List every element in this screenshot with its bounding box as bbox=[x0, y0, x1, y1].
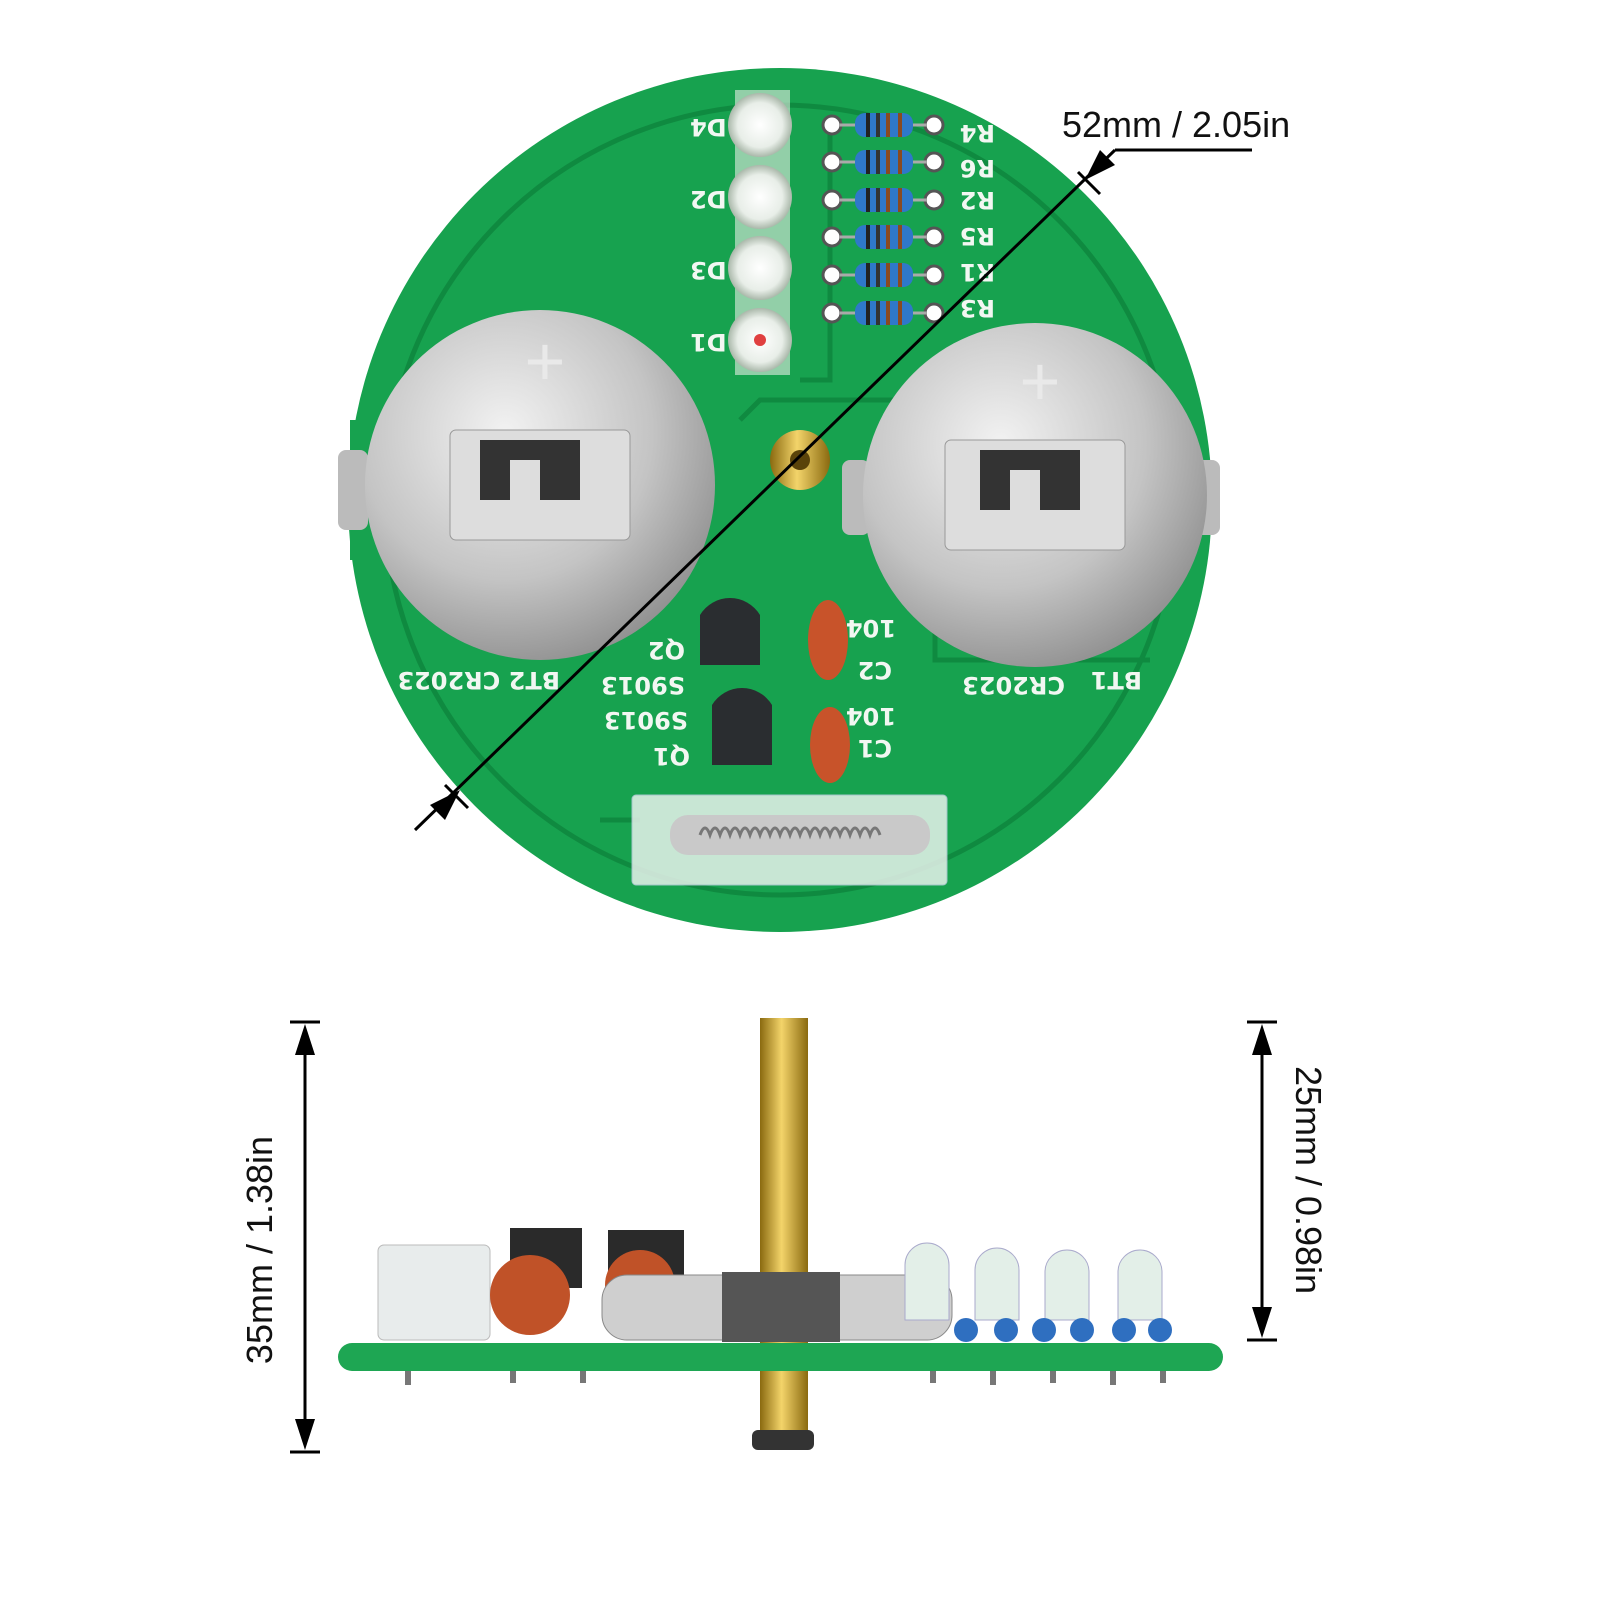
capacitor-c2 bbox=[808, 600, 848, 680]
component-height-dimension: 25mm / 0.98in bbox=[1247, 1020, 1329, 1342]
label-r4: R4 bbox=[960, 119, 995, 147]
label-d4: D4 bbox=[690, 113, 727, 141]
capacitor-c1 bbox=[810, 707, 850, 783]
resistor-array bbox=[821, 113, 945, 327]
plus-mark-bt1: + bbox=[1020, 342, 1061, 420]
pcb-board bbox=[348, 68, 1212, 932]
solder-pins bbox=[405, 1371, 1166, 1385]
label-r2: R2 bbox=[960, 186, 995, 214]
resistor-labels: R4 R6 R2 R5 R1 R3 bbox=[960, 119, 995, 322]
component-labels: 104 104 C2 C1 Q2 Q1 S9013 S9013 BT2 CR20… bbox=[397, 614, 1142, 770]
label-s9013-bottom: S9013 bbox=[604, 706, 688, 734]
diameter-label: 52mm / 2.05in bbox=[1062, 104, 1290, 145]
pcb-side-view bbox=[338, 1018, 1223, 1450]
led-labels: D4 D2 D3 D1 bbox=[690, 113, 727, 356]
transistor-q2 bbox=[700, 598, 760, 665]
plus-mark-bt2: + bbox=[525, 322, 566, 400]
diameter-dimension: 52mm / 2.05in bbox=[413, 104, 1290, 832]
transistor-q1 bbox=[712, 688, 772, 765]
battery-holder-bt1: + bbox=[842, 323, 1220, 667]
pcb-board-side bbox=[338, 1343, 1223, 1371]
tilt-switch-side bbox=[377, 1244, 491, 1341]
resistors-side bbox=[954, 1318, 1172, 1342]
label-d2: D2 bbox=[690, 185, 727, 213]
label-r6: R6 bbox=[960, 154, 995, 182]
label-104-bottom: 104 bbox=[846, 702, 896, 730]
label-d1: D1 bbox=[690, 328, 727, 356]
led-d3 bbox=[728, 236, 792, 300]
label-bt1: BT1 bbox=[1091, 666, 1142, 694]
label-r3: R3 bbox=[960, 294, 995, 322]
label-q2: Q2 bbox=[648, 636, 685, 664]
total-height-dimension: 35mm / 1.38in bbox=[239, 1020, 320, 1454]
pcb-top-view: D4 D2 D3 D1 R4 R6 bbox=[338, 68, 1220, 932]
battery-holder-bt2: + bbox=[338, 310, 715, 660]
label-bt2-cr2023: BT2 CR2023 bbox=[397, 666, 560, 694]
label-r5: R5 bbox=[960, 222, 995, 250]
capacitor-side-1 bbox=[490, 1255, 570, 1335]
battery-clip-side bbox=[722, 1272, 840, 1342]
label-c1: C1 bbox=[858, 734, 892, 762]
led-d4 bbox=[728, 93, 792, 157]
label-104-top: 104 bbox=[846, 614, 896, 642]
led-column bbox=[728, 90, 792, 375]
label-cr2023-right: CR2023 bbox=[962, 671, 1065, 699]
standoff-screw bbox=[752, 1430, 814, 1450]
tilt-switch bbox=[631, 794, 948, 886]
led-d2 bbox=[728, 165, 792, 229]
component-height-label: 25mm / 0.98in bbox=[1288, 1066, 1329, 1294]
label-q1: Q1 bbox=[653, 742, 690, 770]
brass-standoff bbox=[760, 1018, 808, 1438]
leds-side bbox=[904, 1242, 1163, 1321]
label-d3: D3 bbox=[690, 256, 727, 284]
label-c2: C2 bbox=[858, 656, 892, 684]
total-height-label: 35mm / 1.38in bbox=[239, 1136, 280, 1364]
label-s9013-top: S9013 bbox=[601, 671, 685, 699]
